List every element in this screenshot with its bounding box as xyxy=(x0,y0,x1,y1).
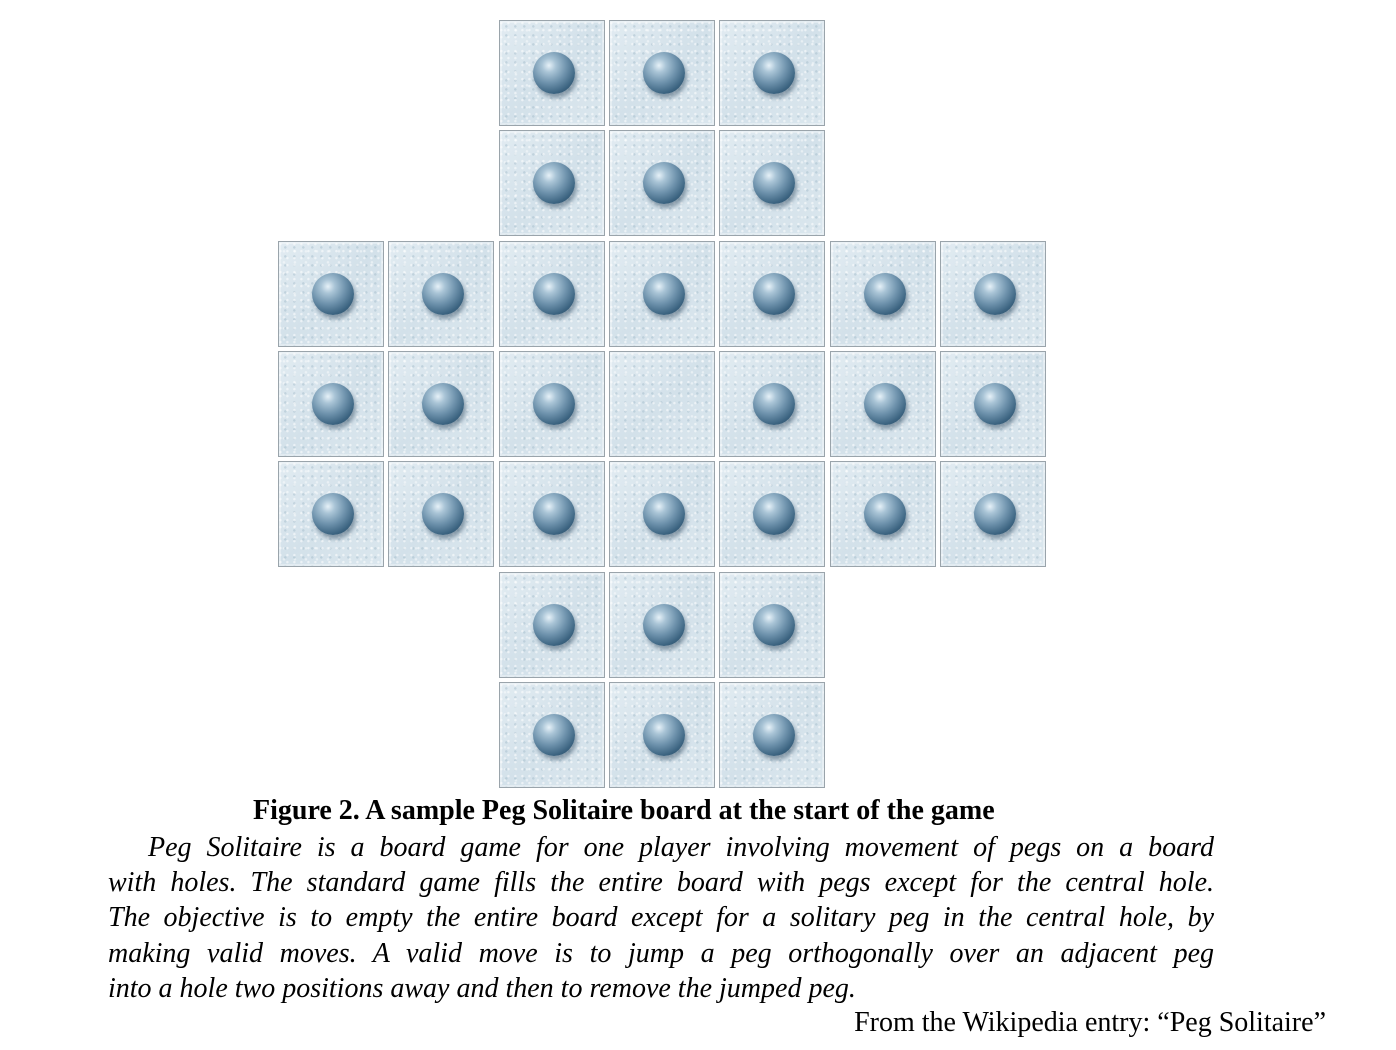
paragraph-line: into a hole two positions away and then … xyxy=(108,972,856,1004)
peg[interactable] xyxy=(533,383,575,425)
board-hole[interactable] xyxy=(278,351,384,457)
peg[interactable] xyxy=(753,52,795,94)
peg[interactable] xyxy=(974,383,1016,425)
board-hole[interactable] xyxy=(609,241,715,347)
description-paragraph: Peg Solitaire is a board game for one pl… xyxy=(108,830,1214,1006)
board-hole[interactable] xyxy=(830,461,936,567)
board-hole-empty[interactable] xyxy=(609,351,715,457)
board-hole[interactable] xyxy=(719,20,825,126)
peg[interactable] xyxy=(753,714,795,756)
board-hole[interactable] xyxy=(719,682,825,788)
board-hole[interactable] xyxy=(830,351,936,457)
peg[interactable] xyxy=(422,273,464,315)
board-hole[interactable] xyxy=(719,351,825,457)
paragraph-line: making valid moves. A valid move is to j… xyxy=(108,937,1214,969)
peg[interactable] xyxy=(643,52,685,94)
peg[interactable] xyxy=(643,493,685,535)
peg[interactable] xyxy=(753,273,795,315)
peg[interactable] xyxy=(643,604,685,646)
board-hole[interactable] xyxy=(940,241,1046,347)
board-hole[interactable] xyxy=(388,461,494,567)
board-hole[interactable] xyxy=(609,20,715,126)
peg[interactable] xyxy=(864,383,906,425)
board-hole[interactable] xyxy=(499,461,605,567)
board-hole[interactable] xyxy=(719,572,825,678)
board-hole[interactable] xyxy=(499,351,605,457)
peg[interactable] xyxy=(312,493,354,535)
peg[interactable] xyxy=(753,162,795,204)
board-hole[interactable] xyxy=(499,572,605,678)
peg[interactable] xyxy=(974,493,1016,535)
board-hole[interactable] xyxy=(609,682,715,788)
board-hole[interactable] xyxy=(499,130,605,236)
source-attribution: From the Wikipedia entry: “Peg Solitaire… xyxy=(854,1007,1326,1038)
board-hole[interactable] xyxy=(388,351,494,457)
paragraph-line: Peg Solitaire is a board game for one pl… xyxy=(148,832,1214,863)
peg[interactable] xyxy=(533,273,575,315)
board-hole[interactable] xyxy=(388,241,494,347)
board-hole[interactable] xyxy=(278,461,384,567)
board-hole[interactable] xyxy=(499,241,605,347)
board-hole[interactable] xyxy=(719,461,825,567)
board-hole[interactable] xyxy=(609,461,715,567)
peg[interactable] xyxy=(533,52,575,94)
board-hole[interactable] xyxy=(719,130,825,236)
peg[interactable] xyxy=(864,493,906,535)
peg[interactable] xyxy=(422,493,464,535)
peg[interactable] xyxy=(643,714,685,756)
peg[interactable] xyxy=(864,273,906,315)
board-hole[interactable] xyxy=(499,682,605,788)
board-hole[interactable] xyxy=(830,241,936,347)
peg[interactable] xyxy=(753,383,795,425)
peg[interactable] xyxy=(753,604,795,646)
peg[interactable] xyxy=(312,273,354,315)
peg[interactable] xyxy=(533,604,575,646)
figure-caption: Figure 2. A sample Peg Solitaire board a… xyxy=(253,795,995,826)
paragraph-line: with holes. The standard game fills the … xyxy=(108,867,1214,899)
peg-solitaire-board xyxy=(278,20,1048,790)
peg[interactable] xyxy=(643,273,685,315)
board-hole[interactable] xyxy=(940,351,1046,457)
paragraph-line: The objective is to empty the entire boa… xyxy=(108,902,1214,934)
board-hole[interactable] xyxy=(609,130,715,236)
board-hole[interactable] xyxy=(609,572,715,678)
peg[interactable] xyxy=(533,162,575,204)
board-hole[interactable] xyxy=(719,241,825,347)
peg[interactable] xyxy=(533,493,575,535)
board-hole[interactable] xyxy=(940,461,1046,567)
board-hole[interactable] xyxy=(278,241,384,347)
peg[interactable] xyxy=(643,162,685,204)
peg[interactable] xyxy=(422,383,464,425)
peg[interactable] xyxy=(753,493,795,535)
peg[interactable] xyxy=(533,714,575,756)
board-hole[interactable] xyxy=(499,20,605,126)
peg[interactable] xyxy=(974,273,1016,315)
peg[interactable] xyxy=(312,383,354,425)
